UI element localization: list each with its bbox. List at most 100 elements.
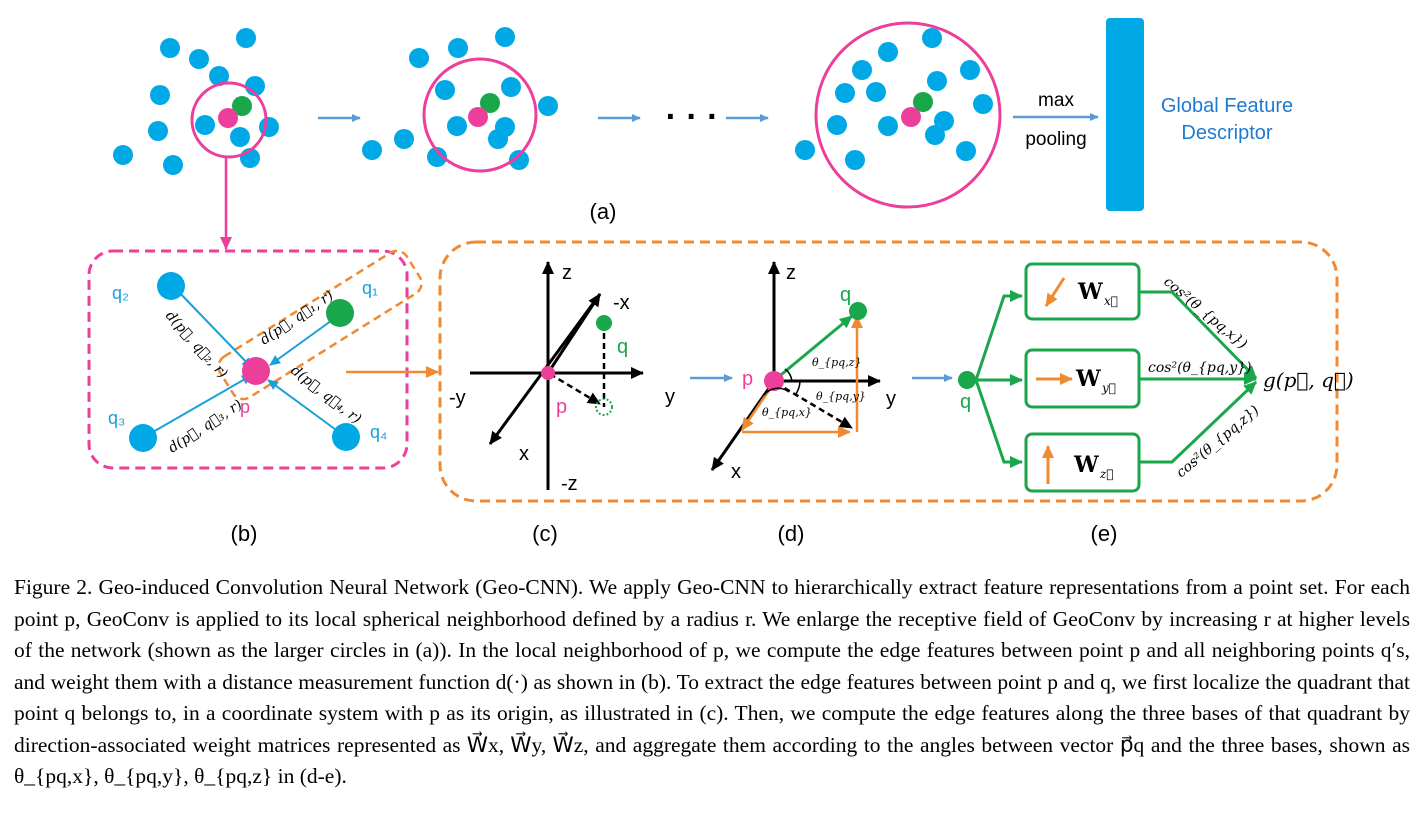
label-q: q [960,391,971,413]
edge-q1 [269,317,336,366]
receptive-field-circle-2 [422,57,538,173]
point-q [958,371,976,389]
point-q [596,315,612,331]
cos-x-label: cos²(θ_{pq,x}) [1160,274,1250,353]
caption-line-6: with p as its origin, as illustrated in … [14,701,1410,757]
output-g-label: g(p⃗, q⃗) [1263,368,1354,392]
panel-label-a: (a) [590,199,617,224]
point-cloud-level-2 [362,27,558,170]
green-point [913,92,933,112]
pink-point [218,108,238,128]
panel-cde-frame [438,240,1339,503]
panel-b-frame [87,249,409,470]
edge-q4 [267,379,344,436]
axis-neg-x [546,293,602,374]
distance-label-q2: d(p⃗, q⃗₂, r) [162,308,231,382]
distance-label-q3: d(p⃗, q⃗₃, r) [165,397,245,457]
cos-y-label: cos²(θ_{pq,y}) [1148,360,1252,376]
geo-cnn-figure: · · · max pooling Global Feature Descrip… [87,18,1354,546]
weight-y-label: W [1075,366,1101,392]
panel-label-b: (b) [231,521,258,546]
weight-z-subscript: z⃗ [1099,467,1114,481]
pool-label-bottom: pooling [1025,129,1086,150]
weight-x-label: W [1077,279,1103,305]
label-x: x [731,461,741,483]
label-q2: q₂ [112,283,129,303]
point-p [541,366,555,380]
panel-a: · · · max pooling Global Feature Descrip… [113,18,1293,250]
receptive-field-circle-3 [814,21,1002,209]
panel-label-e: (e) [1091,521,1118,546]
angle-arc-z [784,368,793,382]
pink-point [468,107,488,127]
green-point [480,93,500,113]
label-q1: q₁ [362,278,378,298]
figure-caption: Figure 2. Geo-induced Convolution Neural… [14,572,1410,793]
theta-z-label: θ_{pq,z} [812,356,862,369]
caption-line-7: weight matrices represented as W⃗x, W⃗y,… [192,732,1386,757]
label-z: z [786,262,796,284]
point-q1 [326,299,354,327]
point-q3 [129,424,157,452]
x-direction-icon [1044,277,1066,307]
caption-line-4: the edge features between point p and al… [14,638,1410,694]
label-z: z [562,262,572,284]
weight-z-label: W [1073,452,1099,478]
global-descriptor-bar [1106,18,1144,211]
cos-z-label: cos²(θ_{pq,z}) [1173,403,1262,481]
pool-label-top: max [1038,90,1074,111]
point-p [242,357,270,385]
edge-from-wz [1139,380,1258,464]
caption-line-5: in (b). To extract the edge features bet… [14,669,1411,726]
q1-highlight [217,249,423,401]
descriptor-label-line2: Descriptor [1181,122,1272,144]
caption-line-3: of GeoConv by increasing r at higher lev… [14,606,1410,663]
caption-line-1: Figure 2. Geo-induced Convolution Neural… [14,575,1228,599]
panel-c: z -x q -y y p x -z (c) [449,261,733,546]
weight-x-subscript: x⃗ [1104,294,1118,308]
edge-to-wx [974,290,1023,381]
panel-label-d: (d) [778,521,805,546]
edge-to-wz [974,379,1023,468]
label-p: p [742,368,753,390]
label-p: p [556,396,567,418]
angle-arc-x [763,387,790,396]
point-q [849,302,867,320]
point-cloud-level-3 [795,28,993,170]
pink-point [901,107,921,127]
vector-pq [775,314,853,381]
theta-x-label: θ_{pq,x} [762,406,812,419]
theta-y-label: θ_{pq,y} [816,390,866,403]
panel-e: q W x⃗ W y⃗ W z⃗ cos²(θ_{pq,x}) cos²(θ_{… [958,262,1354,546]
green-point [232,96,252,116]
receptive-field-circle-1 [190,81,268,159]
descriptor-label-line1: Global Feature [1161,95,1293,117]
panel-label-c: (c) [532,521,558,546]
point-q2 [157,272,185,300]
label-y: y [665,386,675,408]
edge-from-wx [1139,290,1258,380]
label-q: q [840,284,851,306]
point-p [764,371,784,391]
panel-d: z q p y x θ_{pq,z} θ_{pq,y} θ_{pq,x} (d) [710,261,953,546]
caption-line-2: a point set. For each point p, GeoConv i… [14,575,1410,631]
panel-b: q₁ q₂ q₃ q₄ p d(p⃗, q⃗₁, r) d(p⃗, q⃗₂, r… [87,249,439,546]
label-q3: q₃ [108,408,125,428]
caption-line-8: as θ_{pq,x}, θ_{pq,y}, θ_{pq,z} in (d-e)… [14,732,1411,789]
projected-point [595,398,613,416]
weight-y-subscript: y⃗ [1101,381,1116,395]
label-y: y [886,388,896,410]
label-p: p [240,397,250,417]
label-neg-y: -y [449,387,466,409]
point-cloud-level-1 [113,28,279,175]
distance-label-q1: d(p⃗, q⃗₁, r) [257,288,336,349]
label-neg-z: -z [561,473,578,495]
proj-vector [775,381,853,430]
label-q: q [617,336,628,358]
label-neg-x: -x [613,292,630,314]
label-q4: q₄ [370,422,387,442]
point-q4 [332,423,360,451]
ellipsis: · · · [666,98,719,136]
edge-q2 [175,288,253,369]
edge-q3 [145,374,253,437]
